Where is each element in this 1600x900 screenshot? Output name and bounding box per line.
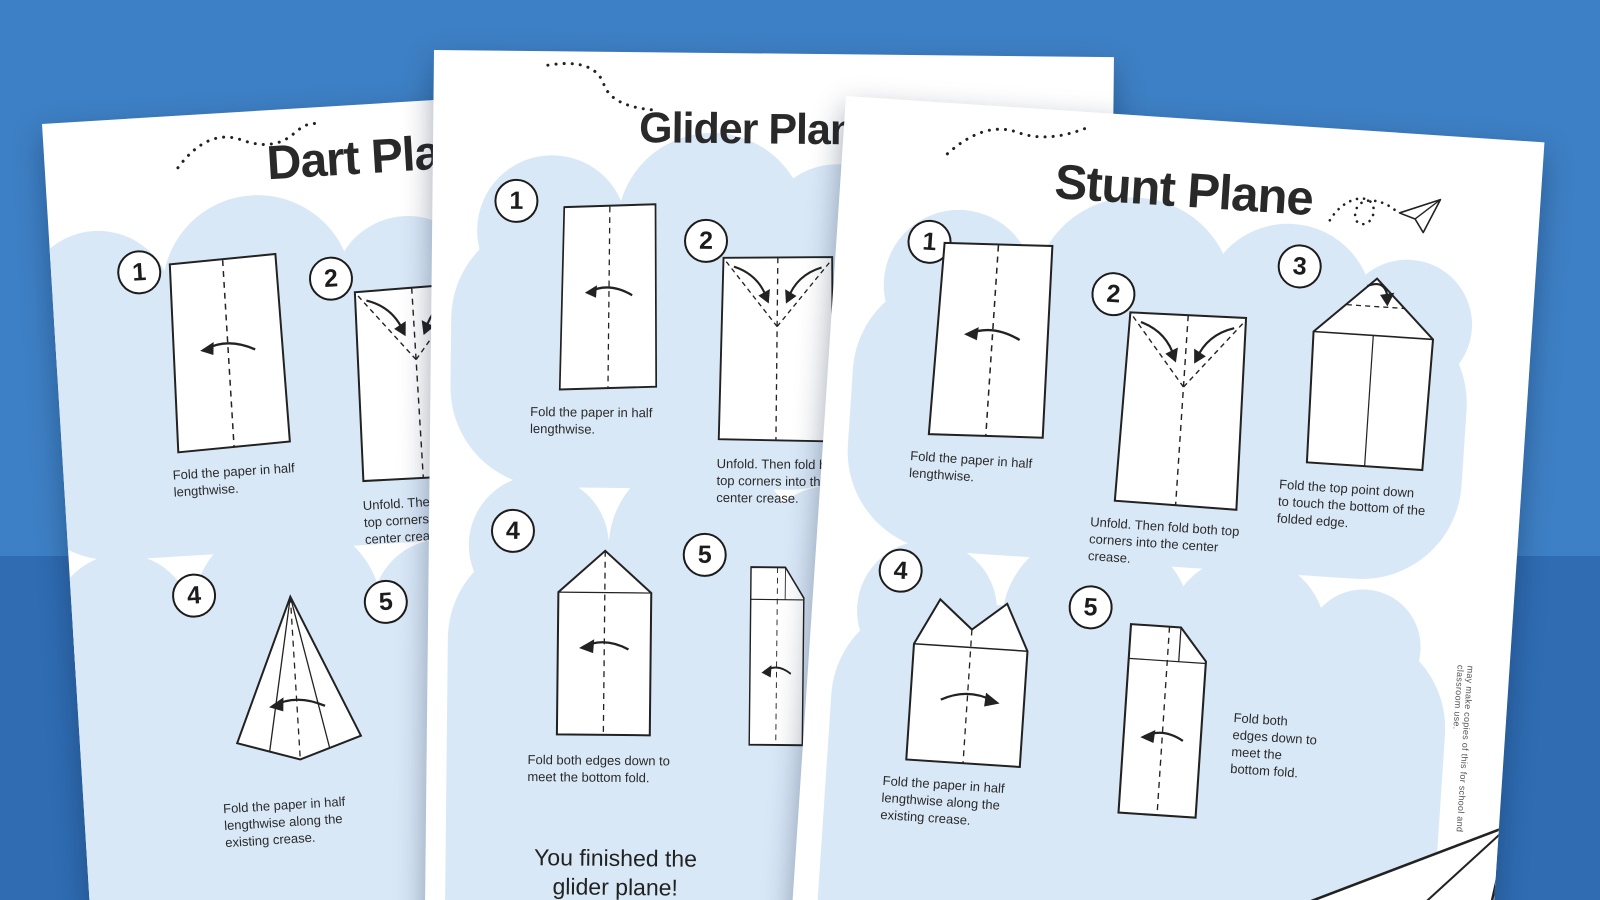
stunt-step-3-caption: Fold the top point down to touch the bot… (1276, 476, 1426, 531)
dart-step-4-fold-diagram (235, 594, 363, 761)
dart-step-4-caption: Fold the paper in half lengthwise along … (222, 793, 346, 851)
stunt-step-2-caption: Unfold. Then fold both top corners into … (1087, 514, 1240, 567)
worksheet-stunt-plane: Stunt Plane 1 Fold the paper in half len… (782, 96, 1545, 900)
glider-step-5-fold-diagram (748, 566, 805, 747)
finish-message-line1: You finished the (533, 844, 698, 872)
glider-step-1-caption: Fold the paper in half lengthwise. (529, 404, 653, 437)
finish-message: You finished the glider plane! (465, 842, 766, 900)
stunt-step-1-fold-diagram (927, 241, 1054, 439)
glider-step-1-badge: 1 (494, 178, 539, 224)
cloud-decoration (434, 50, 1114, 900)
loop-flight-path-icon (1328, 197, 1442, 234)
finish-message-line2: glider plane! (552, 873, 679, 900)
dart-step-1-fold-diagram (168, 252, 291, 454)
stunt-step-4-fold-diagram (905, 597, 1029, 769)
stunt-step-4-caption: Fold the paper in half lengthwise along … (879, 772, 1006, 829)
glider-step-1-fold-diagram (558, 203, 658, 391)
stunt-step-2-fold-diagram (1113, 311, 1248, 511)
glider-step-4-fold-diagram (555, 549, 653, 737)
paper-plane-icon (1398, 198, 1442, 234)
dotted-flight-path-icon (945, 125, 1090, 156)
glider-step-4-badge: 4 (490, 508, 536, 554)
dotted-flight-path-icon (546, 62, 661, 112)
stunt-step-3-fold-diagram (1305, 277, 1435, 472)
glider-step-5-badge: 5 (682, 532, 727, 578)
worksheet-glider-plane: Glider Plane 1 Fold the paper in half le… (423, 50, 1114, 900)
stunt-step-5-caption: Fold both edges down to meet the bottom … (1229, 710, 1318, 781)
stunt-step-5-fold-diagram (1117, 623, 1207, 819)
glider-step-2-fold-diagram (717, 256, 835, 443)
stunt-finished-plane-diagram (1170, 824, 1511, 900)
glider-step-4-caption: Fold both edges down to meet the bottom … (527, 752, 671, 786)
dotted-flight-path-icon (176, 121, 322, 170)
